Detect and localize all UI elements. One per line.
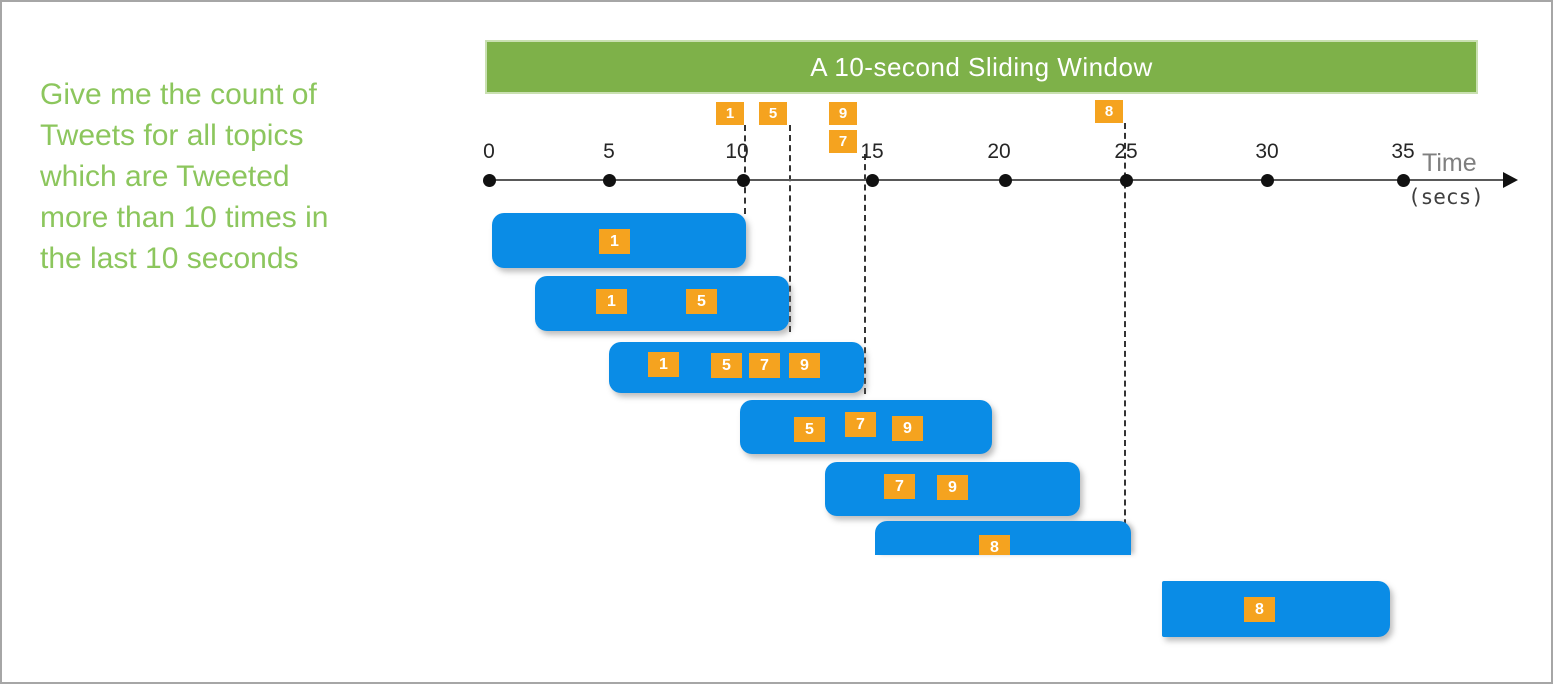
stream-event-9: 9 (829, 102, 857, 125)
window-1-event: 1 (599, 229, 630, 254)
stream-event-8: 8 (1095, 100, 1123, 123)
query-line-5: the last 10 seconds (40, 242, 299, 275)
time-axis-label: Time (1422, 149, 1477, 177)
stream-event-5: 5 (759, 102, 787, 125)
time-axis-arrowhead-icon (1503, 172, 1518, 188)
tick-label-20: 20 (987, 140, 1011, 163)
tick-label-15: 15 (860, 140, 884, 163)
drop-line-event-1 (744, 125, 746, 214)
time-axis (489, 179, 1507, 181)
time-axis-unit: (secs) (1408, 185, 1484, 209)
query-text: Give me the count of Tweets for all topi… (40, 74, 470, 279)
window-2-event: 1 (596, 289, 627, 314)
axis-dot-30 (1261, 174, 1274, 187)
axis-dot-0 (483, 174, 496, 187)
window-6-event: 8 (979, 535, 1010, 555)
query-line-1: Give me the count of (40, 78, 317, 111)
sliding-window-banner: A 10-second Sliding Window (485, 40, 1478, 94)
query-line-3: which are Tweeted (40, 160, 290, 193)
query-line-4: more than 10 times in (40, 201, 329, 234)
window-2-event: 5 (686, 289, 717, 314)
axis-dot-5 (603, 174, 616, 187)
drop-line-event-5 (789, 125, 791, 332)
tick-label-0: 0 (483, 140, 495, 163)
tick-label-10: 10 (725, 140, 749, 163)
axis-dot-35 (1397, 174, 1410, 187)
drop-line-event-8 (1124, 123, 1126, 555)
tick-label-25: 25 (1114, 140, 1138, 163)
window-3-event: 1 (648, 352, 679, 377)
window-5-event: 7 (884, 474, 915, 499)
stream-event-7: 7 (829, 130, 857, 153)
window-3-event: 9 (789, 353, 820, 378)
tick-label-35: 35 (1391, 140, 1415, 163)
drop-line-event-7-9 (864, 154, 866, 394)
tick-label-5: 5 (603, 140, 615, 163)
window-row-1: 1 (492, 213, 746, 268)
axis-dot-25 (1120, 174, 1133, 187)
axis-dot-10 (737, 174, 750, 187)
window-5-event: 9 (937, 475, 968, 500)
stream-event-1: 1 (716, 102, 744, 125)
window-row-6: 8 (875, 521, 1131, 555)
axis-dot-20 (999, 174, 1012, 187)
window-4-event: 5 (794, 417, 825, 442)
window-7-event: 8 (1244, 597, 1275, 622)
window-row-5: 7 9 (825, 462, 1080, 516)
window-row-3: 1 5 7 9 (609, 342, 864, 393)
axis-dot-15 (866, 174, 879, 187)
window-row-4: 5 7 9 (740, 400, 992, 454)
window-row-2: 1 5 (535, 276, 789, 331)
window-row-7: 8 (1162, 581, 1390, 637)
query-line-2: Tweets for all topics (40, 119, 304, 152)
window-3-event: 5 (711, 353, 742, 378)
window-4-event: 9 (892, 416, 923, 441)
window-4-event: 7 (845, 412, 876, 437)
window-3-event: 7 (749, 353, 780, 378)
tick-label-30: 30 (1255, 140, 1279, 163)
